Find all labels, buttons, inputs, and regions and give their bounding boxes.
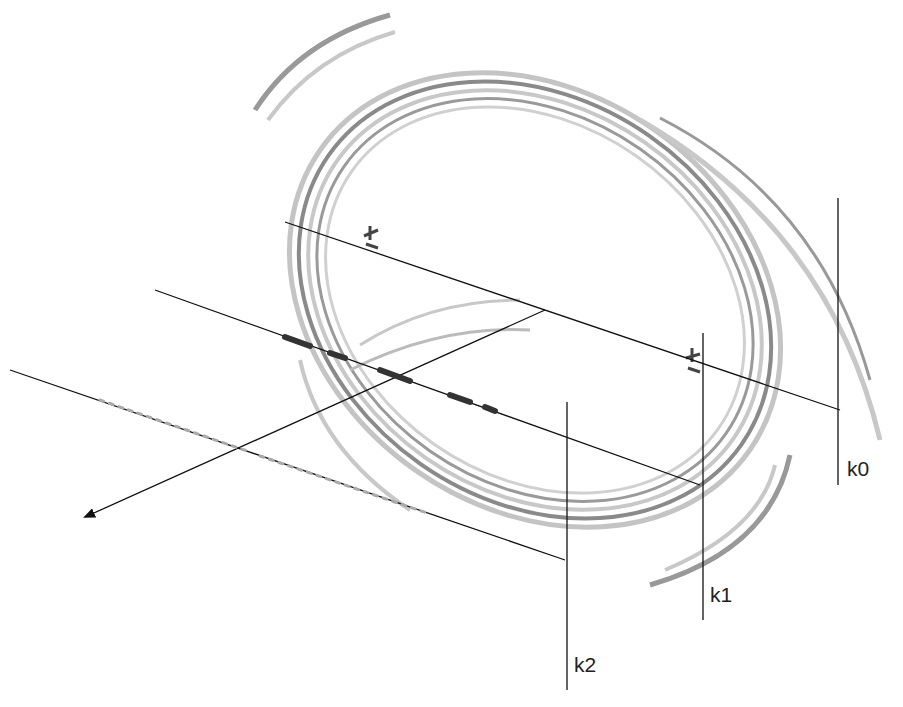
- section-label: k1: [710, 584, 732, 605]
- section-label: k2: [574, 654, 596, 675]
- section-speckle: [100, 400, 430, 514]
- eye-rings: [201, 0, 880, 621]
- section-echoes: [285, 337, 495, 411]
- section-label: k0: [847, 458, 869, 479]
- section-lines: [10, 198, 840, 690]
